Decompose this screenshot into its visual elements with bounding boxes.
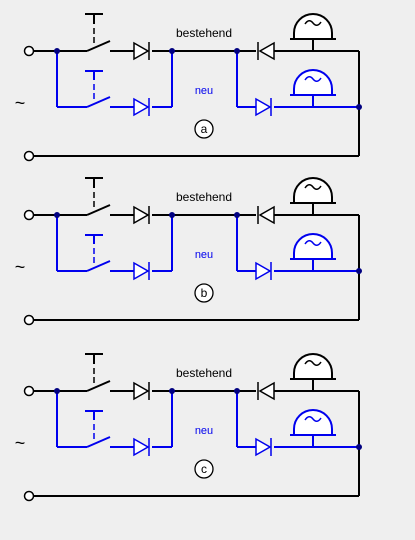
panel-label: a [201,122,208,136]
panel-c: bestehend neu ~ c [15,353,363,502]
new-label: neu [195,249,213,261]
ac-source-symbol: ~ [15,93,26,113]
existing-label: bestehend [176,190,232,204]
panel-a: bestehend neu ~ a [15,13,363,162]
new-label: neu [195,425,213,437]
panel-label: c [201,462,207,476]
existing-label: bestehend [176,366,232,380]
new-label: neu [195,85,213,97]
panel-label: b [201,286,208,300]
existing-label: bestehend [176,26,232,40]
ac-source-symbol: ~ [15,433,26,453]
ac-source-symbol: ~ [15,257,26,277]
panel-b: bestehend neu ~ b [15,177,363,326]
